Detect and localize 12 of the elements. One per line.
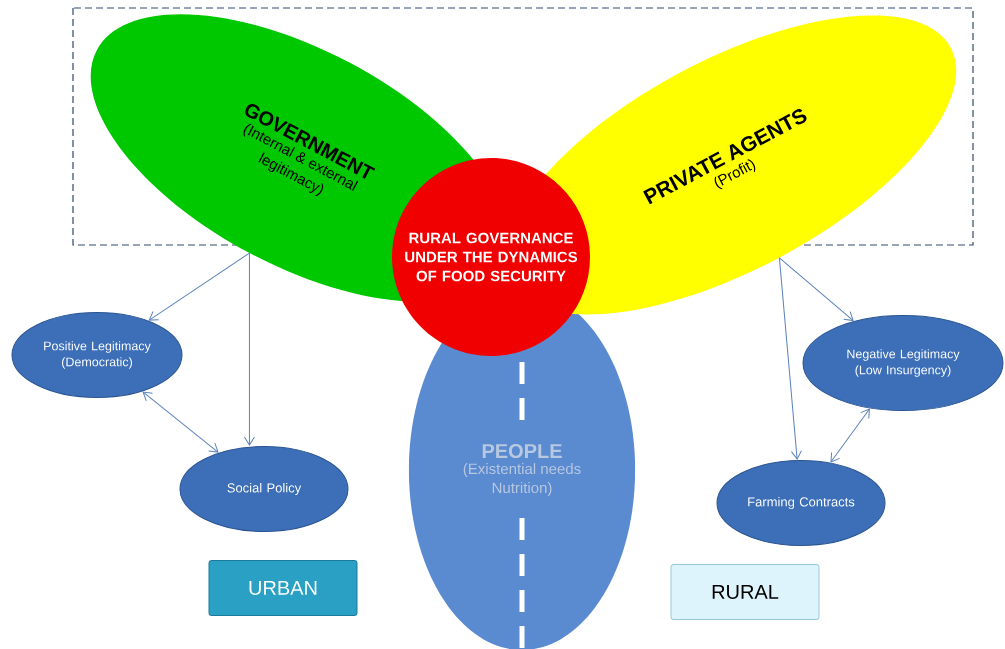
oval: Farming Contracts (716, 460, 886, 546)
arrow (778, 257, 854, 322)
oval: Positive Legitimacy (Democratic) (11, 312, 183, 398)
arrow (830, 408, 870, 463)
arrow (142, 391, 219, 453)
oval: Negative Legitimacy (Low Insurgency) (802, 315, 1004, 411)
oval: Social Policy (179, 446, 349, 532)
label-box: URBAN (208, 560, 358, 616)
arrow (778, 257, 802, 460)
arrow (148, 252, 250, 321)
label-box: RURAL (670, 564, 820, 620)
arrow (243, 252, 255, 446)
